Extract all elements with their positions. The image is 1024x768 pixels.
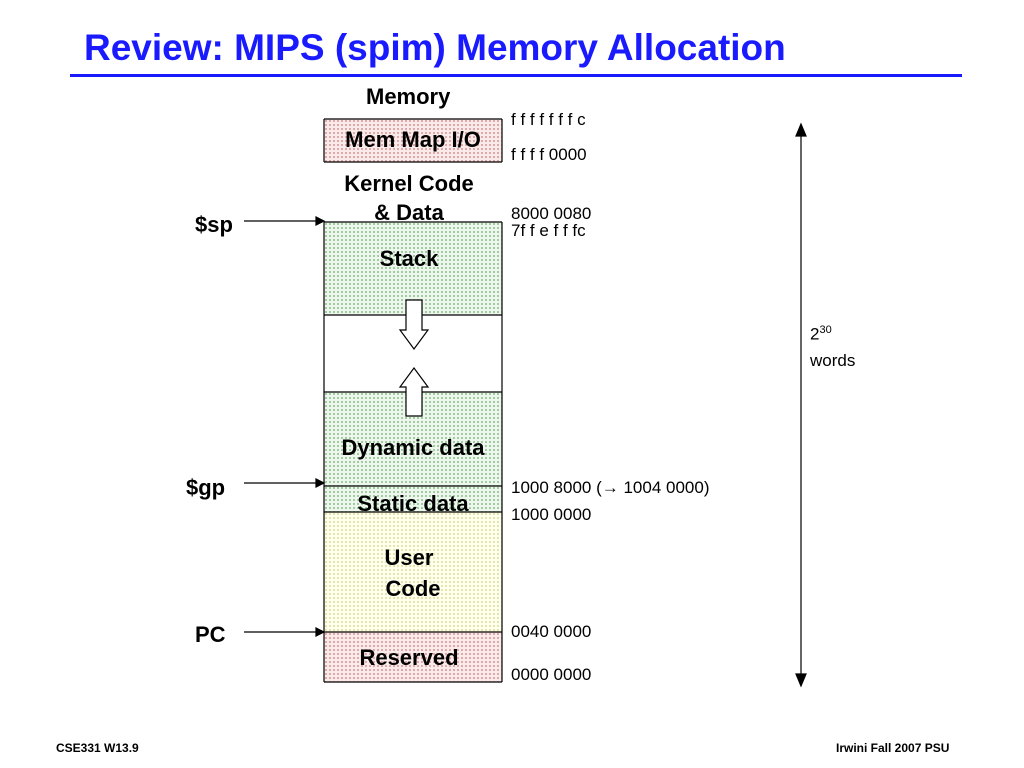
static-data-label: Static data [357, 491, 469, 516]
footer-course-label: CSE331 W13.9 [56, 741, 139, 755]
dynamic-data-label: Dynamic data [341, 435, 485, 460]
size-exponent: 30 [819, 324, 832, 336]
mem-map-io-label: Mem Map I/O [345, 127, 481, 152]
sp-register-label: $sp [195, 212, 233, 237]
user-code-label-line2: Code [385, 576, 441, 601]
pc-register-label: PC [195, 622, 226, 647]
reserved-label: Reserved [359, 645, 459, 670]
stack-grows-down-arrow [398, 299, 430, 351]
address-label: 1000 8000 (→ 1004 0000) [511, 478, 710, 497]
dynamic-data-segment [324, 392, 502, 486]
address-label: f f f f 0000 [511, 145, 587, 164]
mem-map-io-segment [324, 119, 502, 162]
size-unit-label: words [810, 351, 856, 370]
user-code-label-line1: User [384, 545, 434, 570]
kernel-code-label-line2: & Data [374, 200, 444, 225]
gp-register-label: $gp [186, 475, 226, 500]
size-base: 2 [810, 324, 820, 344]
address-label: 0000 0000 [511, 665, 592, 684]
title-underline [70, 74, 962, 77]
stack-label: Stack [379, 246, 439, 271]
slide-title: Review: MIPS (spim) Memory Allocation [84, 27, 786, 68]
address-label: 0040 0000 [511, 622, 592, 641]
address-label: f f f f f f f c [511, 110, 586, 129]
reserved-segment [324, 632, 502, 682]
address-label: 7f f e f f fc [511, 221, 586, 240]
heap-grows-up-arrow [398, 366, 430, 417]
stack-segment [324, 222, 502, 315]
memory-label: Memory [366, 84, 451, 109]
size-power-label: 230 [810, 324, 832, 345]
static-data-segment [324, 486, 502, 512]
user-code-segment [324, 512, 502, 632]
footer-author-label: Irwini Fall 2007 PSU [836, 741, 950, 755]
kernel-code-label-line1: Kernel Code [344, 171, 474, 196]
address-label: 1000 0000 [511, 505, 592, 524]
address-label: 8000 0080 [511, 204, 592, 223]
